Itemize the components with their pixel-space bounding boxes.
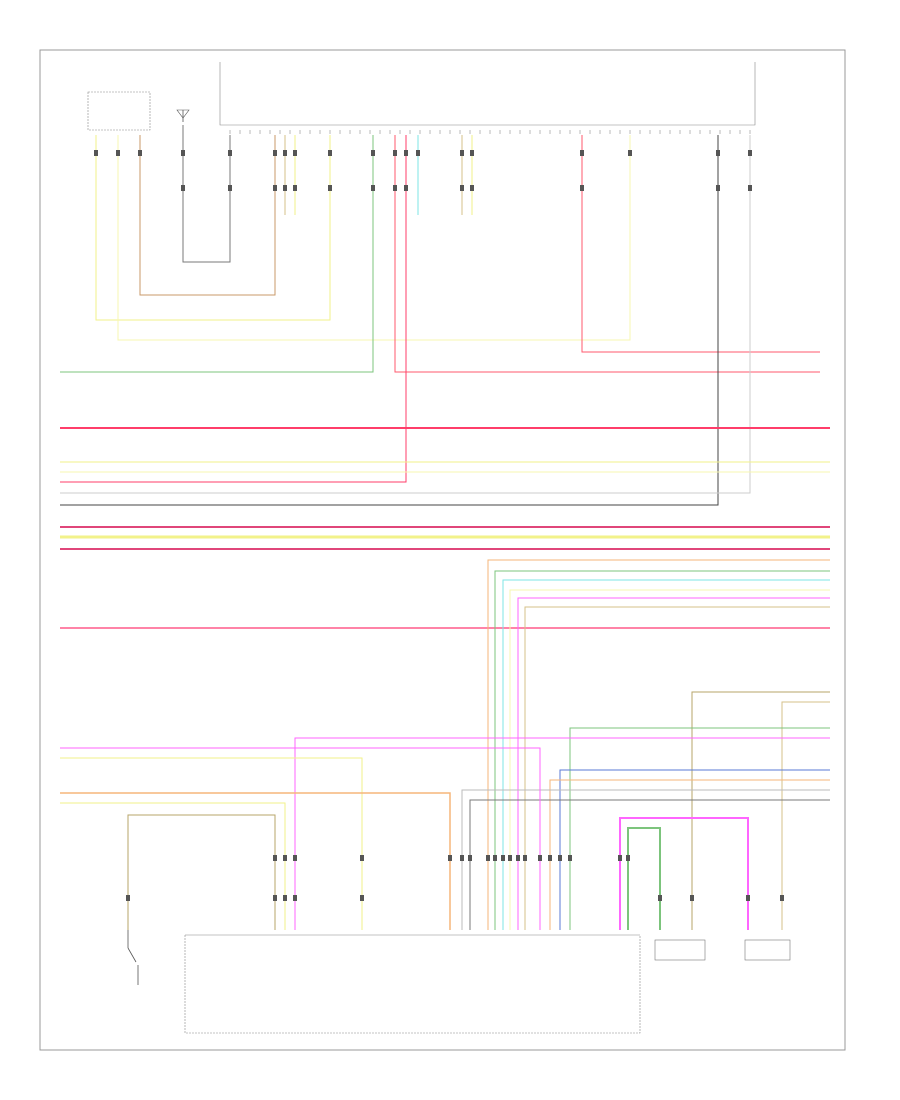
top-wires (60, 125, 820, 506)
right-incoming-wires (487, 559, 830, 930)
bottom-center-module (184, 934, 641, 1034)
horizontal-bus-wires (60, 427, 830, 629)
module-feed-wires (619, 817, 749, 930)
wire-red-right (581, 135, 820, 353)
lower-left-wires (60, 747, 541, 930)
bottom-left-switch (127, 930, 139, 985)
wire-gray-loop (182, 125, 231, 263)
wire-brown-loop (139, 135, 276, 296)
top-center-connector (219, 62, 756, 126)
lower-splice-markers (126, 855, 784, 901)
top-antenna-symbol (176, 109, 190, 122)
wire-gray-right (60, 135, 751, 494)
wire-black-right (60, 135, 719, 506)
top-left-connector (87, 91, 151, 131)
wire-yellow-loop-inner (117, 135, 631, 341)
wire-green-top (60, 135, 374, 373)
bottom-right-module-b (744, 939, 791, 961)
wire-red-top-b (60, 135, 407, 483)
lower-right-wires (294, 691, 830, 930)
wire-yellow-loop-outer (95, 135, 331, 321)
diagram-frame (39, 49, 846, 1051)
wire-red-top-a (394, 135, 820, 373)
top-splice-markers (94, 150, 752, 191)
bottom-right-module-a (654, 939, 706, 961)
top-pin-row (229, 130, 751, 134)
